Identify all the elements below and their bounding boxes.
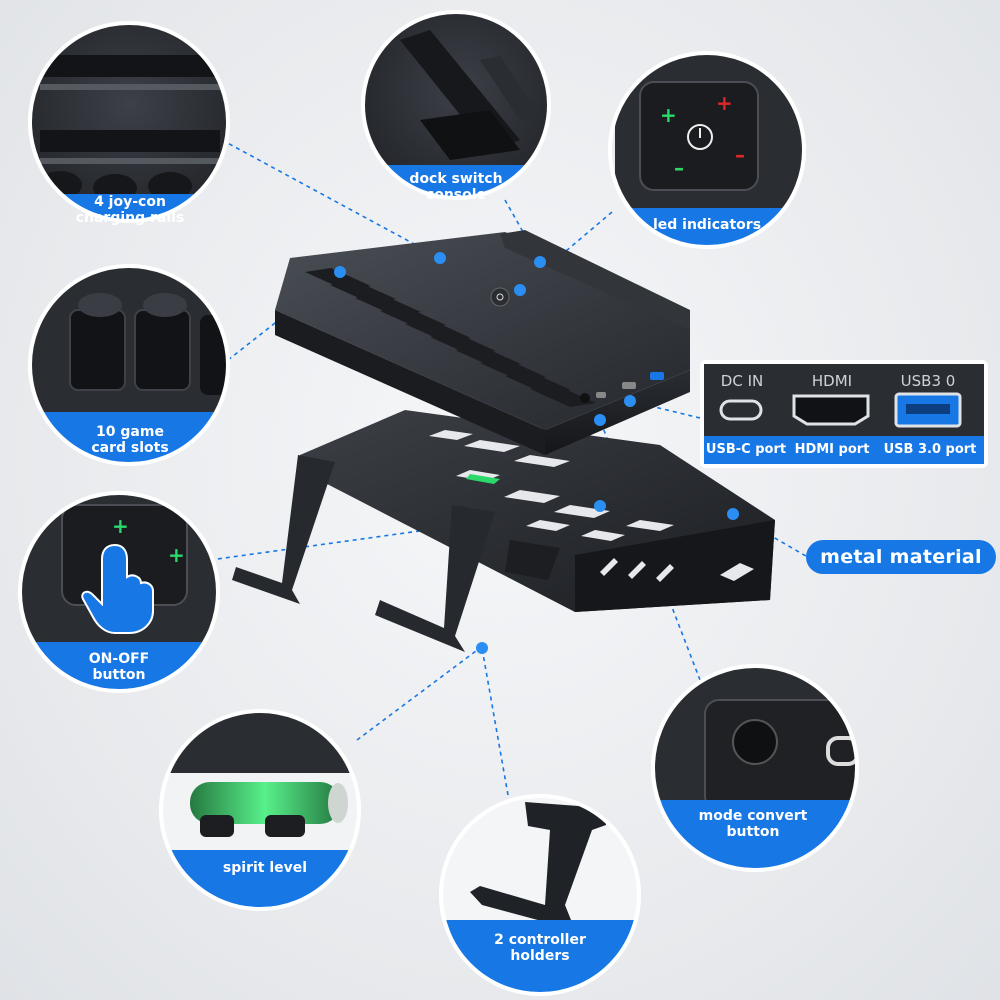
svg-text:–: – bbox=[735, 143, 745, 167]
svg-text:+: + bbox=[716, 91, 733, 115]
svg-text:+: + bbox=[168, 543, 185, 567]
label-mode: mode convert button bbox=[698, 808, 808, 840]
ports-panel bbox=[700, 360, 988, 468]
label-level: spirit level bbox=[222, 860, 308, 876]
callout-led: + + – – bbox=[608, 51, 806, 249]
callout-rails bbox=[28, 21, 230, 223]
label-slots: 10 game card slots bbox=[91, 424, 169, 456]
callout-onoff: + + bbox=[18, 491, 220, 693]
port-caption-usb3: USB 3.0 port bbox=[883, 442, 977, 457]
svg-text:+: + bbox=[660, 103, 677, 127]
label-onoff: ON-OFF button bbox=[88, 651, 150, 683]
callout-level bbox=[159, 709, 361, 911]
label-holders: 2 controller holders bbox=[494, 932, 586, 964]
svg-text:–: – bbox=[674, 156, 684, 180]
connector-dots bbox=[334, 252, 739, 654]
port-label-dc-in: DC IN bbox=[720, 372, 764, 390]
label-led: led indicators bbox=[652, 217, 762, 233]
label-metal: metal material bbox=[806, 540, 996, 574]
callout-mode bbox=[651, 664, 859, 872]
svg-text:+: + bbox=[112, 514, 129, 538]
callout-holders bbox=[439, 794, 641, 996]
port-label-hdmi: HDMI bbox=[811, 372, 853, 390]
label-rails: 4 joy-con charging rails bbox=[75, 194, 185, 226]
callout-dock bbox=[361, 10, 551, 200]
port-caption-hdmi: HDMI port bbox=[794, 442, 870, 457]
metal-stand bbox=[232, 410, 775, 652]
port-label-usb: USB3 0 bbox=[900, 372, 956, 390]
label-dock: dock switch console bbox=[409, 171, 503, 203]
port-caption-usbc: USB-C port bbox=[705, 442, 787, 457]
dock-console bbox=[275, 230, 690, 455]
